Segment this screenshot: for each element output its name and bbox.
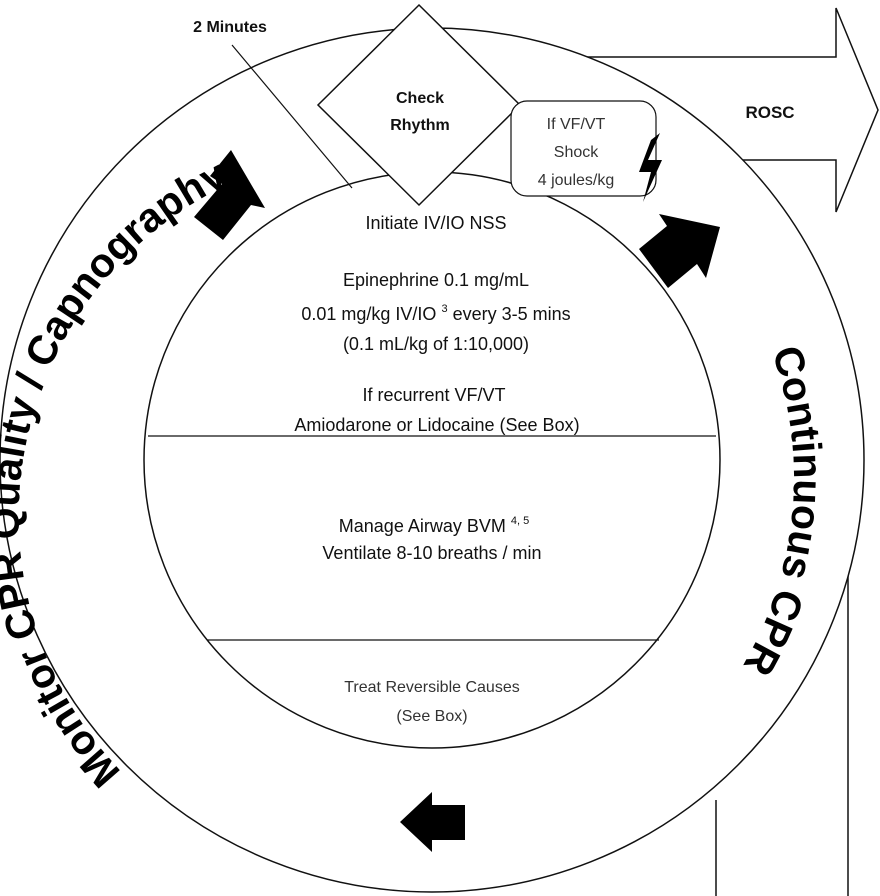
epinephrine-line3: (0.1 mL/kg of 1:10,000) bbox=[343, 334, 529, 354]
shock-label-line1: If VF/VT bbox=[547, 116, 606, 133]
reversible-causes-line2: (See Box) bbox=[396, 708, 467, 725]
epinephrine-dose-text: 0.01 mg/kg IV/IO bbox=[301, 304, 441, 324]
arrow-down-right-icon bbox=[639, 214, 720, 288]
epinephrine-line1: Epinephrine 0.1 mg/mL bbox=[343, 270, 529, 290]
recurrent-vf-line2: Amiodarone or Lidocaine (See Box) bbox=[294, 415, 579, 435]
iv-io-text: Initiate IV/IO NSS bbox=[365, 213, 506, 233]
epinephrine-frequency-text: every 3-5 mins bbox=[448, 304, 571, 324]
rosc-label: ROSC bbox=[745, 103, 794, 122]
footnote-4-5: 4, 5 bbox=[511, 515, 529, 527]
recurrent-vf-line1: If recurrent VF/VT bbox=[362, 385, 505, 405]
epinephrine-line2: 0.01 mg/kg IV/IO 3 every 3-5 mins bbox=[301, 303, 570, 324]
footnote-3: 3 bbox=[441, 303, 447, 315]
manage-airway-text: Manage Airway BVM bbox=[339, 516, 511, 536]
two-minutes-label: 2 Minutes bbox=[193, 19, 267, 36]
arrow-up-right-icon bbox=[194, 150, 265, 240]
shock-callout-box bbox=[510, 100, 657, 197]
check-rhythm-label-line1: Check bbox=[396, 90, 444, 107]
rosc-arrow bbox=[512, 7, 879, 213]
check-rhythm-label-line2: Rhythm bbox=[390, 117, 450, 134]
manage-airway-line1: Manage Airway BVM 4, 5 bbox=[339, 515, 529, 536]
shock-label-line3: 4 joules/kg bbox=[538, 172, 615, 189]
two-minutes-pointer bbox=[231, 44, 353, 189]
check-rhythm-diamond bbox=[316, 3, 522, 207]
shock-label-line2: Shock bbox=[554, 144, 599, 161]
manage-airway-line2: Ventilate 8-10 breaths / min bbox=[322, 543, 541, 563]
reversible-causes-line1: Treat Reversible Causes bbox=[344, 679, 519, 696]
lightning-bolt-icon bbox=[639, 133, 662, 202]
inner-circle bbox=[143, 171, 721, 749]
arrow-left-icon bbox=[400, 792, 465, 852]
